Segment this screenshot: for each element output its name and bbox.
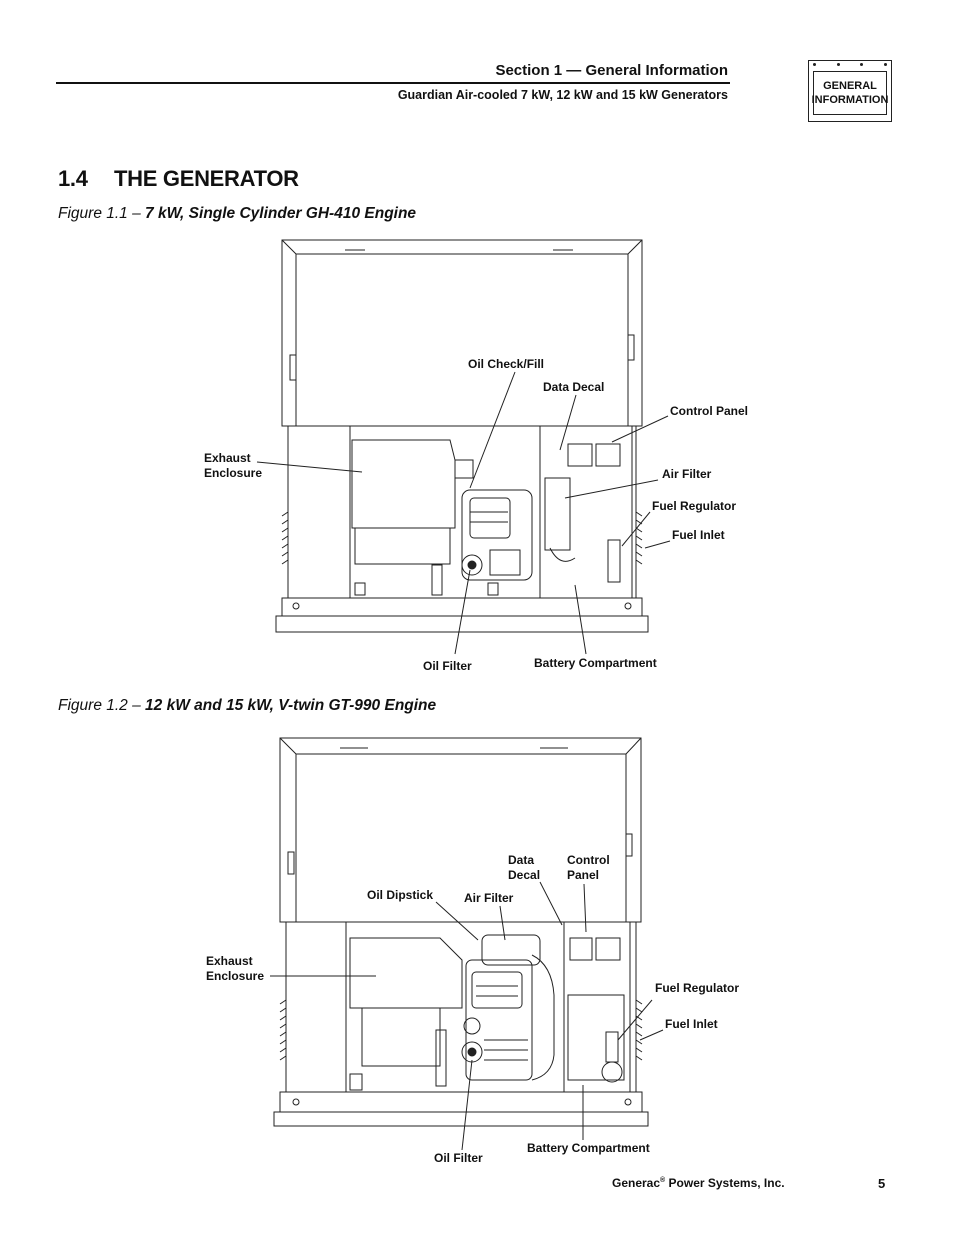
fig1-label-oil-filter: Oil Filter bbox=[423, 659, 472, 673]
header-subtitle: Guardian Air-cooled 7 kW, 12 kW and 15 k… bbox=[397, 88, 728, 102]
fig1-label-fuel-regulator: Fuel Regulator bbox=[652, 499, 737, 513]
section-tab: GENERAL INFORMATION bbox=[808, 60, 892, 122]
figure-2-caption-prefix: Figure 1.2 – bbox=[58, 697, 146, 714]
figure-1-caption-prefix: Figure 1.1 – bbox=[58, 205, 146, 222]
fig1-label-fuel-inlet: Fuel Inlet bbox=[672, 528, 725, 542]
fig2-label-oil-filter: Oil Filter bbox=[434, 1151, 483, 1165]
figure-1-caption-text: 7 kW, Single Cylinder GH-410 Engine bbox=[145, 205, 417, 222]
fig1-label-air-filter: Air Filter bbox=[662, 467, 712, 481]
fig2-label-oil-dipstick: Oil Dipstick bbox=[367, 888, 434, 902]
fig2-label-exhaust-line1: Exhaust bbox=[206, 954, 253, 968]
fig2-label-fuel-inlet: Fuel Inlet bbox=[665, 1017, 718, 1031]
tab-dots bbox=[813, 63, 887, 67]
figure-2-caption-text: 12 kW and 15 kW, V-twin GT-990 Engine bbox=[145, 697, 437, 714]
section-title: THE GENERATOR bbox=[114, 166, 299, 191]
header-rule bbox=[56, 82, 730, 84]
fig2-label-fuel-regulator: Fuel Regulator bbox=[655, 981, 740, 995]
fig1-label-battery: Battery Compartment bbox=[534, 656, 657, 670]
footer-company: Generac® Power Systems, Inc. bbox=[612, 1176, 785, 1190]
header-section-title: Section 1 — General Information bbox=[495, 62, 728, 79]
fig2-label-data-line1: Data bbox=[508, 853, 535, 867]
fig2-label-air-filter: Air Filter bbox=[464, 891, 514, 905]
figure-1-caption: Figure 1.1 – 7 kW, Single Cylinder GH-41… bbox=[58, 205, 416, 223]
fig1-label-oil-check: Oil Check/Fill bbox=[468, 357, 545, 371]
footer-registered-mark: ® bbox=[660, 1177, 666, 1184]
fig1-label-exhaust-line2: Enclosure bbox=[204, 466, 263, 480]
fig2-label-exhaust-line2: Enclosure bbox=[206, 969, 265, 983]
page-number: 5 bbox=[878, 1176, 886, 1191]
tab-label-line1: GENERAL bbox=[823, 80, 877, 92]
fig2-label-data-line2: Decal bbox=[508, 868, 541, 882]
section-number: 1.4 bbox=[58, 166, 88, 191]
fig2-label-control-line2: Panel bbox=[567, 868, 600, 882]
footer-company-name: Generac bbox=[612, 1176, 661, 1190]
fig1-label-exhaust-line1: Exhaust bbox=[204, 451, 251, 465]
fig1-label-data-decal: Data Decal bbox=[543, 380, 605, 394]
figure-2-caption: Figure 1.2 – 12 kW and 15 kW, V-twin GT-… bbox=[58, 697, 436, 715]
fig1-label-control-panel: Control Panel bbox=[670, 404, 749, 418]
footer-company-rest: Power Systems, Inc. bbox=[665, 1176, 785, 1190]
tab-label: GENERAL INFORMATION bbox=[811, 71, 889, 115]
section-heading: 1.4 THE GENERATOR bbox=[58, 166, 299, 192]
tab-label-line2: INFORMATION bbox=[811, 94, 889, 106]
fig2-label-control-line1: Control bbox=[567, 853, 610, 867]
fig2-label-battery: Battery Compartment bbox=[527, 1141, 650, 1155]
